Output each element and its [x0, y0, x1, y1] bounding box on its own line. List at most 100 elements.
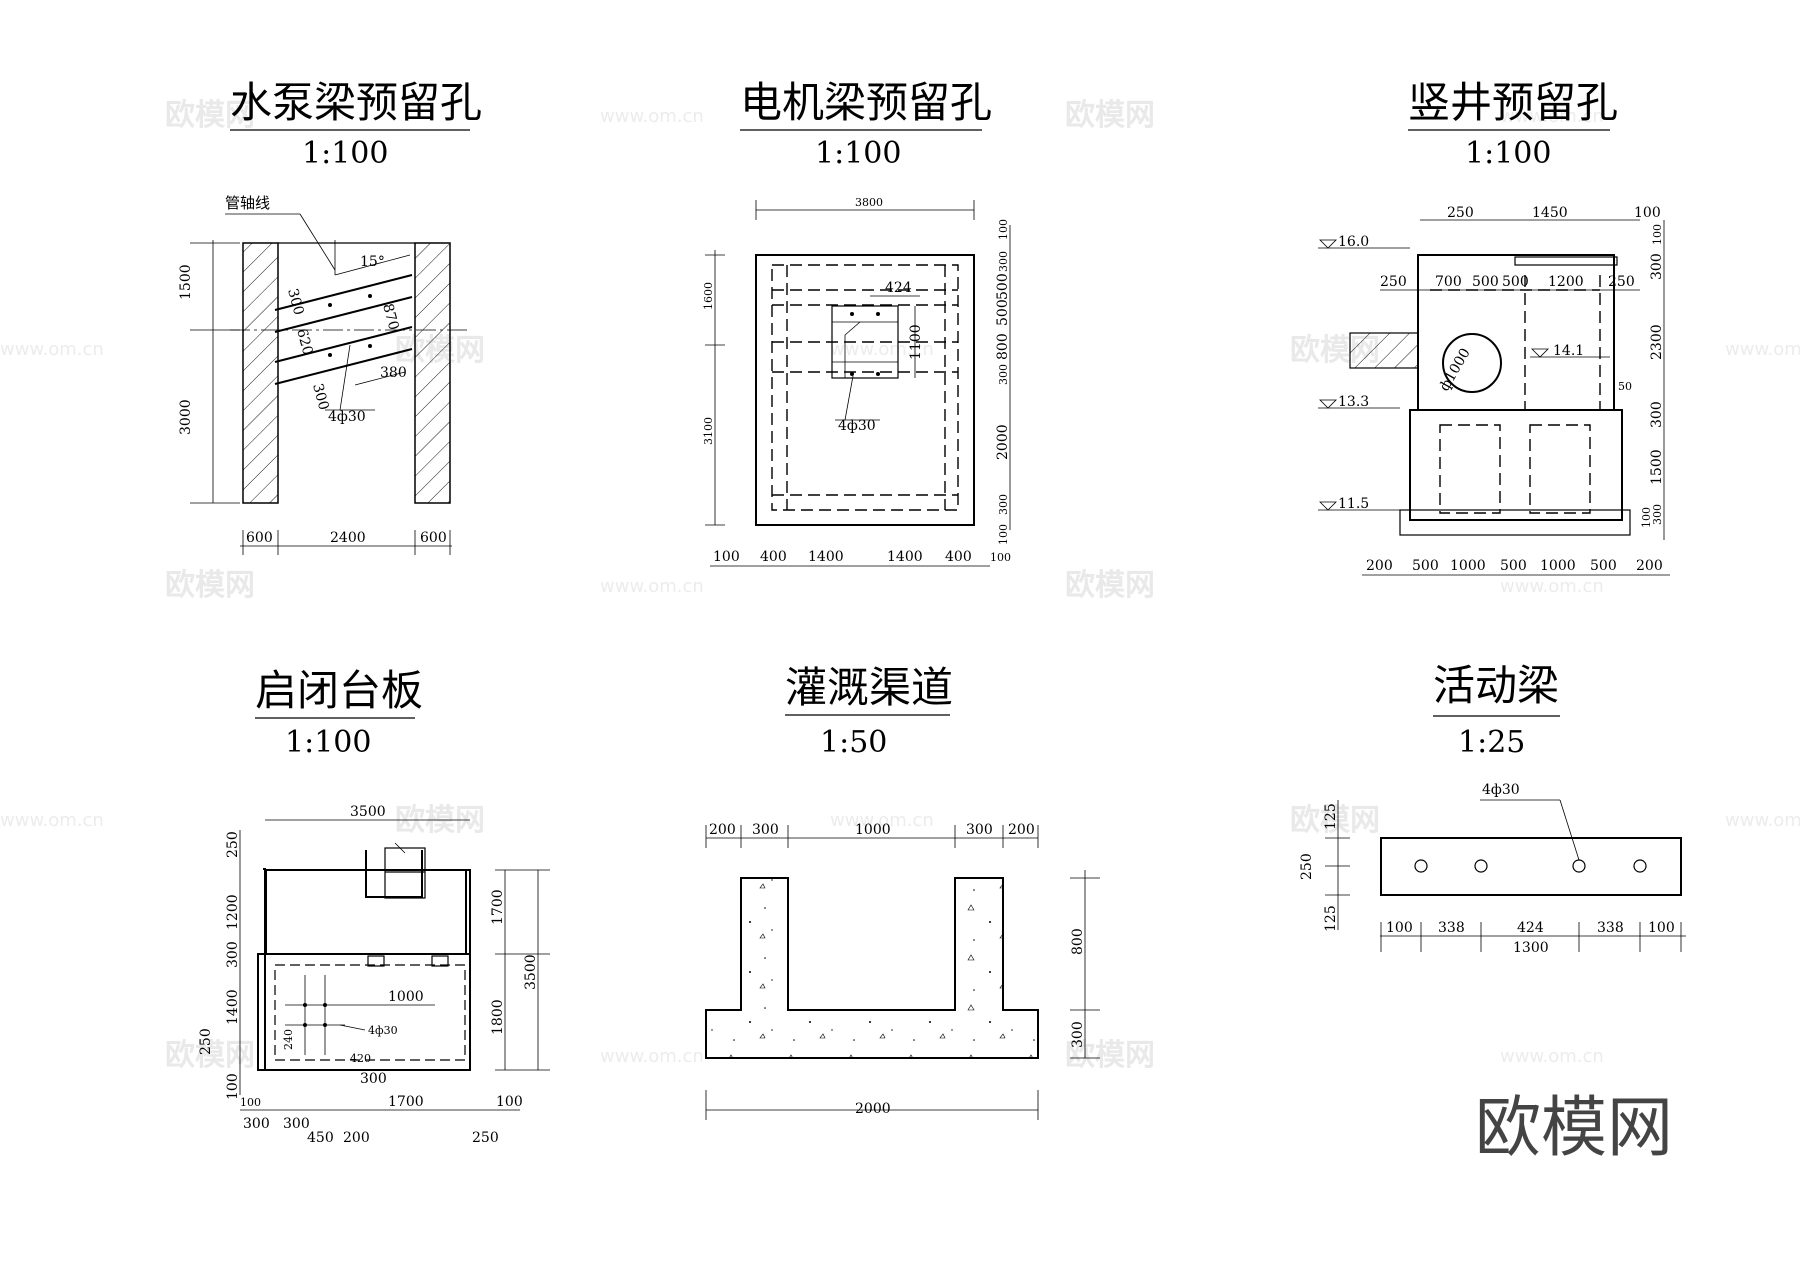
- watermark: 欧模网: [1065, 1038, 1155, 1073]
- dim: 380: [380, 365, 407, 381]
- dim: 1300: [1513, 940, 1549, 956]
- dim: 200: [1008, 822, 1035, 838]
- watermark-url: www.om.cn: [1500, 106, 1604, 127]
- dim: 100: [997, 524, 1010, 545]
- dim: 1450: [1532, 205, 1568, 221]
- dim: 100: [225, 1073, 241, 1100]
- watermark: 欧模网: [395, 803, 485, 838]
- dim: 300: [284, 287, 306, 317]
- dim: 250: [1447, 205, 1474, 221]
- panel-hoist-slab: 启闭台板 1:100: [198, 666, 550, 1146]
- dim: 125: [1323, 905, 1339, 932]
- dim: 500: [995, 299, 1011, 326]
- dim: 420: [350, 1052, 371, 1065]
- panel-scale: 1:100: [815, 136, 901, 171]
- panel-scale: 1:100: [302, 136, 388, 171]
- watermark-url: www.om.cn: [1500, 576, 1604, 597]
- dim: 250: [198, 1028, 214, 1055]
- watermark-url: www.om.cn: [600, 576, 704, 597]
- panel-title: 水泵梁预留孔: [230, 78, 482, 127]
- dim: 500: [1502, 274, 1529, 290]
- dim: 2000: [995, 424, 1011, 460]
- dim: 3500: [350, 804, 386, 820]
- dim: 1000: [388, 989, 424, 1005]
- watermark-url: www.om.cn: [0, 810, 104, 831]
- panel-title: 活动梁: [1433, 661, 1559, 710]
- dim: 500: [1500, 558, 1527, 574]
- dim: 250: [225, 831, 241, 858]
- dim: 250: [1608, 274, 1635, 290]
- watermark: 欧模网: [165, 98, 255, 133]
- dim: 300: [360, 1071, 387, 1087]
- watermark-url: www.om.cn: [600, 1046, 704, 1067]
- dim: 3500: [523, 954, 539, 990]
- dim: 1200: [1548, 274, 1584, 290]
- watermark-url: www.om.cn: [1500, 1046, 1604, 1067]
- shaft-lower: [1409, 409, 1623, 521]
- dim: 400: [760, 549, 787, 565]
- panel-motor-beam: 电机梁预留孔 1:100 424 1100 4ф30 3800 1: [702, 78, 1011, 567]
- dim: 240: [282, 1029, 295, 1050]
- dim: 1200: [225, 894, 241, 930]
- dim: 600: [420, 530, 447, 546]
- watermark-url: www.om.cn: [0, 339, 104, 360]
- dim: 300: [1649, 253, 1665, 280]
- watermark: 欧模网: [1065, 568, 1155, 603]
- dim: 300: [997, 251, 1010, 272]
- watermark: 欧模网: [1290, 803, 1380, 838]
- channel-section: [705, 877, 1039, 1059]
- dim: 1700: [490, 889, 506, 925]
- panel-pump-beam: 水泵梁预留孔 1:100 15° 管轴线 300 620 870 300 380…: [178, 78, 482, 555]
- watermark-url: www.om.cn: [830, 810, 934, 831]
- watermark-url: www.om.cn: [600, 106, 704, 127]
- panel-irrigation-channel: 灌溉渠道 1:50 200 300 1000 300 200 800 300 2…: [705, 663, 1100, 1120]
- dim: 338: [1438, 920, 1465, 936]
- dim: 100: [990, 551, 1011, 564]
- opening: [831, 305, 899, 379]
- wall-left: [242, 242, 279, 504]
- dim: 300: [997, 364, 1010, 385]
- panel-scale: 1:50: [820, 725, 887, 760]
- dim: 300: [1649, 401, 1665, 428]
- rebar-hole: [1633, 859, 1647, 873]
- dim: 250: [1380, 274, 1407, 290]
- dim: 1000: [855, 822, 891, 838]
- slab-lower: [264, 869, 471, 1071]
- angle-label: 15°: [360, 254, 385, 270]
- dim: 400: [945, 549, 972, 565]
- inlet-pipe: [1349, 332, 1419, 369]
- dim: 300: [243, 1116, 270, 1132]
- dim: 1100: [908, 324, 924, 360]
- dim: 2300: [1649, 324, 1665, 360]
- dim: 800: [1070, 928, 1086, 955]
- dim: 100: [240, 1096, 261, 1109]
- pipe-opening: [1442, 333, 1502, 393]
- dim: 424: [1517, 920, 1544, 936]
- dim: 2000: [855, 1101, 891, 1117]
- dim: 100: [713, 549, 740, 565]
- dim: 100: [1386, 920, 1413, 936]
- dim: 700: [1435, 274, 1462, 290]
- dim: 3800: [855, 196, 883, 209]
- rebar-label: 4ф30: [838, 418, 876, 434]
- elev-label: 13.3: [1338, 394, 1369, 410]
- dim: 800: [995, 333, 1011, 360]
- dim: 338: [1597, 920, 1624, 936]
- watermark-url: www.om.cn: [1725, 810, 1800, 831]
- dim: 500: [1412, 558, 1439, 574]
- dim: 1800: [490, 999, 506, 1035]
- dim: 2400: [330, 530, 366, 546]
- dim: 500: [1472, 274, 1499, 290]
- dim: 300: [1070, 1021, 1086, 1048]
- rebar-hole: [1572, 859, 1586, 873]
- brand-logo: 欧模网: [1475, 1089, 1673, 1166]
- dim: 500: [995, 273, 1011, 300]
- dim: 1400: [225, 989, 241, 1025]
- dim: 424: [885, 280, 912, 296]
- dim: 100: [997, 219, 1010, 240]
- dim: 620: [293, 327, 315, 357]
- rebar-hole: [1474, 859, 1488, 873]
- watermark: 欧模网: [165, 568, 255, 603]
- dim: 100: [1640, 507, 1653, 528]
